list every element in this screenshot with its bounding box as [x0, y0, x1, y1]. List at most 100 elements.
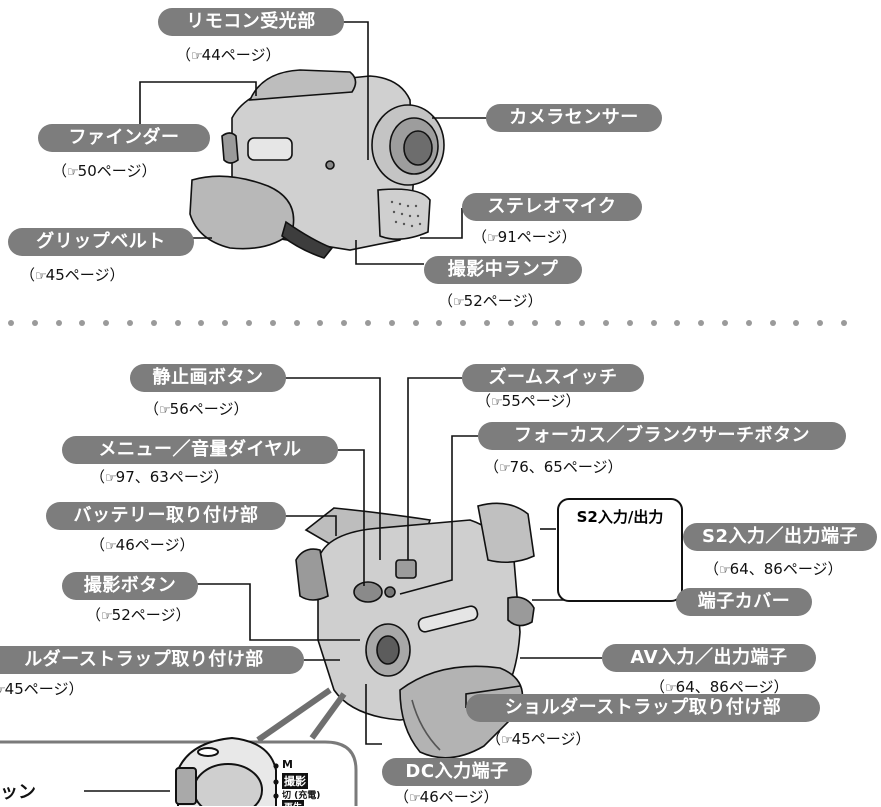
- top-leader-lines: [139, 21, 488, 265]
- divider-dot: [269, 320, 276, 326]
- snapshot-button-ref: （☞56ページ）: [144, 400, 249, 418]
- ref-pointer-icon: ☞: [159, 403, 171, 418]
- divider-dot: [507, 320, 514, 326]
- divider-dot: [246, 320, 252, 326]
- divider-dot: [841, 320, 847, 326]
- divider-dot: [484, 320, 490, 326]
- divider-dot: [769, 320, 776, 326]
- top-camcorder-drawing: [189, 69, 445, 259]
- mode-shoot-label: 撮影: [282, 773, 308, 789]
- stereo-mic-ref: （☞91ページ）: [472, 228, 577, 246]
- divider-dot: [460, 320, 467, 326]
- top-mic-grille-dots: [390, 200, 422, 228]
- shoulder-strap-mount-right-ref: （☞45ページ）: [486, 730, 591, 748]
- menu-volume-dial-ref: （☞97、63ページ）: [90, 468, 229, 486]
- divider-dot: [793, 320, 800, 326]
- terminal-cover-label: 端子カバー: [676, 588, 812, 616]
- camera-sensor-label: カメラセンサー: [486, 104, 662, 132]
- menu-volume-dial-label: メニュー／音量ダイヤル: [62, 436, 338, 464]
- av-terminal-label: AV入力／出力端子: [602, 644, 816, 672]
- divider-dot: [103, 320, 110, 326]
- divider-dot: [650, 320, 657, 326]
- ref-pointer-icon: ☞: [665, 681, 677, 696]
- divider-dot: [436, 320, 443, 326]
- divider-dot: [365, 320, 371, 326]
- shoot-button-label: 撮影ボタン: [62, 572, 198, 600]
- ref-pointer-icon: ☞: [719, 563, 731, 578]
- ref-pointer-icon: ☞: [501, 733, 513, 748]
- av-terminal-ref: （☞64、86ページ）: [650, 678, 789, 696]
- divider-dot: [150, 320, 157, 326]
- divider-dot: [555, 320, 562, 326]
- grip-belt-label: グリップベルト: [8, 228, 194, 256]
- ref-pointer-icon: ☞: [491, 395, 503, 410]
- divider-dot: [674, 320, 681, 326]
- ref-pointer-icon: ☞: [67, 165, 79, 180]
- zoom-switch-label: ズームスイッチ: [462, 364, 644, 392]
- mode-play-label: 再生: [282, 800, 305, 806]
- divider-dot: [412, 320, 419, 326]
- divider-dot: [8, 320, 14, 326]
- ref-pointer-icon: ☞: [105, 539, 117, 554]
- ref-pointer-icon: ☞: [487, 231, 499, 246]
- divider-dot: [198, 320, 205, 326]
- divider-dot: [579, 320, 586, 326]
- recording-lamp-label: 撮影中ランプ: [424, 256, 582, 284]
- remote-sensor-label: リモコン受光部: [158, 8, 344, 36]
- divider-dot: [341, 320, 348, 326]
- s2-terminal-label: S2入力／出力端子: [683, 523, 877, 551]
- stereo-mic-label: ステレオマイク: [462, 193, 642, 221]
- ref-pointer-icon: ☞: [191, 49, 203, 64]
- callout-partial-label: ッン: [0, 782, 36, 803]
- bottom-camcorder-drawing: [295, 502, 535, 759]
- divider-dot: [626, 320, 633, 326]
- dc-input-label: DC入力端子: [382, 758, 532, 786]
- viewfinder-label: ファインダー: [38, 124, 210, 152]
- divider-dot: [79, 320, 86, 326]
- divider-dot: [31, 320, 38, 326]
- s2-inset-title: S2入力/出力: [576, 508, 664, 526]
- viewfinder-ref: （☞50ページ）: [52, 162, 157, 180]
- remote-sensor-ref: （☞44ページ）: [176, 46, 281, 64]
- divider-dot: [55, 320, 62, 326]
- divider-dot: [317, 320, 324, 326]
- divider-dot: [293, 320, 300, 326]
- divider-dot: [531, 320, 538, 326]
- divider-dot: [603, 320, 609, 326]
- snapshot-button-label: 静止画ボタン: [130, 364, 286, 392]
- battery-mount-ref: （☞46ページ）: [90, 536, 195, 554]
- focus-blank-search-button-ref: （☞76、65ページ）: [484, 458, 623, 476]
- shoot-button-ref: （☞52ページ）: [86, 606, 191, 624]
- divider-dot: [698, 320, 705, 326]
- ref-pointer-icon: ☞: [101, 609, 113, 624]
- ref-pointer-icon: ☞: [409, 791, 421, 806]
- s2-terminal-inset: S2入力/出力: [557, 498, 683, 602]
- divider-dot: [174, 320, 181, 326]
- mode-m-label: M: [282, 758, 293, 771]
- mode-off-label: 切 (充電): [282, 791, 321, 801]
- ref-pointer-icon: ☞: [0, 683, 6, 698]
- ref-pointer-icon: ☞: [35, 269, 47, 284]
- recording-lamp-ref: （☞52ページ）: [438, 292, 543, 310]
- section-divider-dots: [8, 318, 848, 328]
- dc-input-ref: （☞46ページ）: [394, 788, 499, 806]
- battery-mount-label: バッテリー取り付け部: [46, 502, 286, 530]
- shoulder-strap-mount-left-label: ルダーストラップ取り付け部: [0, 646, 304, 674]
- divider-dot: [388, 320, 395, 326]
- s2-terminal-ref: （☞64、86ページ）: [704, 560, 843, 578]
- mode-dial-callout: [0, 687, 358, 806]
- ref-pointer-icon: ☞: [499, 461, 511, 476]
- divider-dot: [817, 320, 824, 326]
- zoom-switch-ref: （☞55ページ）: [476, 392, 581, 410]
- focus-blank-search-button-label: フォーカス／ブランクサーチボタン: [478, 422, 846, 450]
- divider-dot: [745, 320, 752, 326]
- divider-dot: [127, 320, 133, 326]
- grip-belt-ref: （☞45ページ）: [20, 266, 125, 284]
- ref-pointer-icon: ☞: [105, 471, 117, 486]
- ref-pointer-icon: ☞: [453, 295, 465, 310]
- shoulder-strap-mount-right-label: ショルダーストラップ取り付け部: [466, 694, 820, 722]
- divider-dot: [722, 320, 728, 326]
- divider-dot: [222, 320, 229, 326]
- shoulder-strap-mount-left-ref: ☞45ページ）: [0, 678, 83, 699]
